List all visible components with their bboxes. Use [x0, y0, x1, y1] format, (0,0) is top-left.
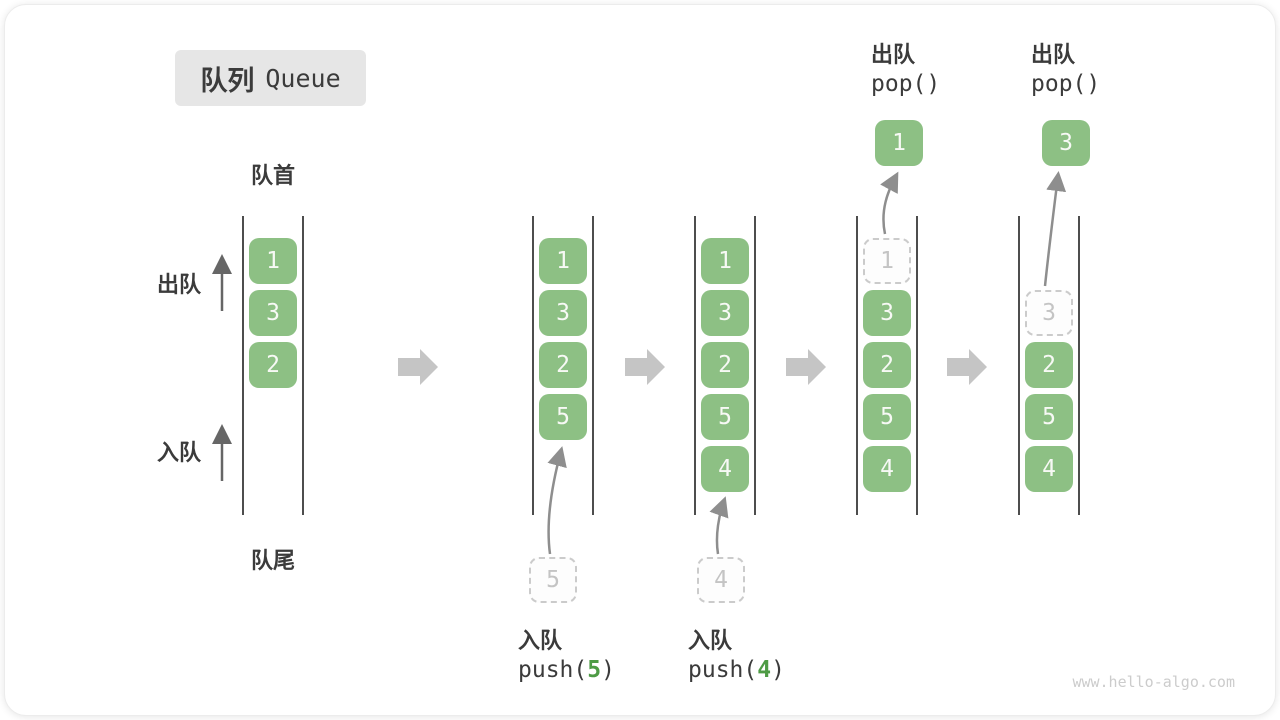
queue-item: 4 [863, 446, 911, 492]
queue-item: 4 [701, 446, 749, 492]
queue-item: 5 [863, 394, 911, 440]
title-badge: 队列 Queue [175, 50, 366, 106]
queue-wall [592, 216, 594, 515]
queue-item: 1 [249, 238, 297, 284]
queue-item: 5 [1025, 394, 1073, 440]
removed-item-ghost: 1 [863, 238, 911, 284]
queue-item: 3 [249, 290, 297, 336]
queue-item: 3 [701, 290, 749, 336]
enqueue-op-label: 入队 [518, 628, 563, 653]
state-transition-arrow-icon [786, 349, 826, 385]
pop-arrow-icon [1043, 171, 1067, 287]
dequeue-op-label: 出队 [1031, 42, 1076, 67]
push-arrow-icon [709, 496, 729, 555]
queue-wall [694, 216, 696, 515]
queue-wall [1078, 216, 1080, 515]
queue-rear-label: 队尾 [250, 548, 295, 573]
title-zh: 队列 [200, 65, 255, 96]
queue-wall [754, 216, 756, 515]
diagram-card: 队列 Queue 队首 队尾 出队 入队 [4, 4, 1276, 716]
state-transition-arrow-icon [947, 349, 987, 385]
push-code-label: push(5) [518, 657, 615, 683]
code-arg: 5 [587, 657, 602, 683]
queue-item: 2 [249, 342, 297, 388]
code-arg: 4 [757, 657, 772, 683]
queue-wall [242, 216, 244, 515]
push-code-label: push(4) [688, 657, 785, 683]
queue-item: 2 [539, 342, 587, 388]
queue-item: 5 [701, 394, 749, 440]
queue-wall [302, 216, 304, 515]
code-text: push( [688, 657, 758, 683]
code-text: ) [771, 657, 785, 683]
queue-item: 4 [1025, 446, 1073, 492]
queue-item: 2 [863, 342, 911, 388]
dequeue-op-label: 出队 [871, 42, 916, 67]
removed-item-ghost: 3 [1025, 290, 1073, 336]
pop-code-label: pop() [1031, 71, 1101, 97]
title-en: Queue [265, 63, 341, 93]
queue-wall [1018, 216, 1020, 515]
incoming-item-ghost: 4 [697, 557, 745, 603]
state-transition-arrow-icon [398, 349, 438, 385]
queue-item: 1 [701, 238, 749, 284]
queue-wall [856, 216, 858, 515]
popped-item: 3 [1042, 120, 1090, 166]
queue-wall [916, 216, 918, 515]
enqueue-side-label: 入队 [157, 440, 202, 465]
push-arrow-icon [547, 446, 567, 555]
queue-item: 2 [1025, 342, 1073, 388]
enqueue-op-label: 入队 [688, 628, 733, 653]
watermark: www.hello-algo.com [1072, 673, 1235, 691]
code-text: ) [601, 657, 615, 683]
code-text: push( [518, 657, 588, 683]
state-transition-arrow-icon [625, 349, 665, 385]
queue-wall [532, 216, 534, 515]
queue-front-label: 队首 [250, 163, 295, 188]
queue-item: 3 [863, 290, 911, 336]
pop-code-label: pop() [871, 71, 941, 97]
arrows-layer [212, 171, 1067, 555]
incoming-item-ghost: 5 [529, 557, 577, 603]
popped-item: 1 [875, 120, 923, 166]
pop-arrow-icon [880, 171, 899, 235]
queue-item: 1 [539, 238, 587, 284]
queue-item: 3 [539, 290, 587, 336]
queue-item: 5 [539, 394, 587, 440]
queue-item: 2 [701, 342, 749, 388]
dequeue-side-label: 出队 [157, 272, 202, 297]
